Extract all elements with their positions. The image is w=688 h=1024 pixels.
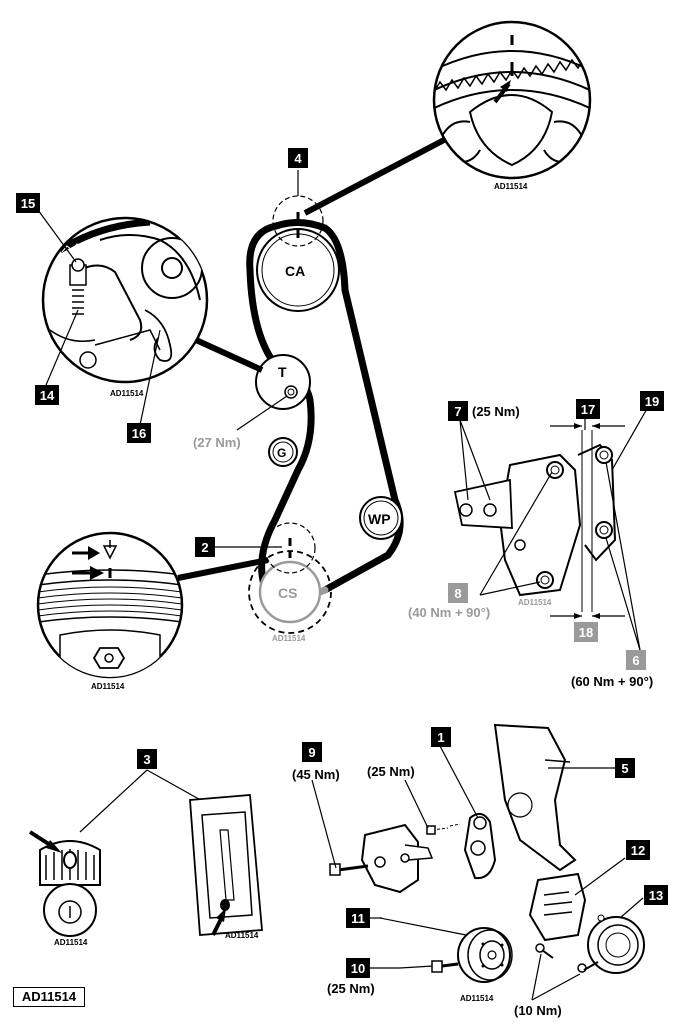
- code-sprocket: AD11514: [54, 938, 88, 947]
- torque-cover-bolts: (10 Nm): [514, 1003, 562, 1018]
- leader-line: [177, 557, 269, 581]
- exploded-components: AD11514: [311, 723, 645, 1003]
- callout-7: 7: [454, 404, 461, 419]
- callout-10: 10: [351, 961, 365, 976]
- pulley-label-guide: G: [277, 446, 286, 460]
- callout-1: 1: [437, 730, 444, 745]
- engine-mount-bracket: AD11514: [453, 399, 653, 651]
- code-tensioner-detail: AD11514: [110, 389, 144, 398]
- callout-6: 6: [632, 653, 639, 668]
- code-flywheel: AD11514: [225, 931, 259, 940]
- torque-bolt-8: (40 Nm + 90°): [408, 605, 490, 620]
- torque-tensioner: (27 Nm): [193, 435, 241, 450]
- callout-3: 3: [143, 752, 150, 767]
- callout-4: 4: [294, 151, 302, 166]
- leader-line: [303, 137, 446, 216]
- callout-19: 19: [645, 394, 659, 409]
- callout-5: 5: [621, 761, 628, 776]
- callout-labels: 4 15 14 16 2 7 17 19 8 18 6 3 1 5 9 12: [16, 148, 668, 978]
- callout-9: 9: [308, 745, 315, 760]
- callout-16: 16: [132, 426, 146, 441]
- callout-15: 15: [21, 196, 35, 211]
- crankshaft-detail: AD11514: [36, 531, 269, 691]
- flywheel-housing-detail: AD11514: [189, 794, 263, 940]
- callout-2: 2: [201, 540, 208, 555]
- reference-code-box: AD11514: [13, 987, 85, 1007]
- code-crank-detail: AD11514: [91, 682, 125, 691]
- timing-belt-layout: CA T G WP CS AD11514: [236, 170, 404, 643]
- pulley-label-water-pump: WP: [368, 511, 391, 527]
- code-cam-detail: AD11514: [494, 182, 528, 191]
- camshaft-detail: AD11514: [303, 20, 592, 216]
- torque-bolt-6: (60 Nm + 90°): [571, 674, 653, 689]
- callout-18: 18: [579, 625, 593, 640]
- tensioner-detail: AD11514: [37, 209, 264, 426]
- callout-11: 11: [351, 911, 365, 926]
- pulley-label-camshaft: CA: [285, 263, 305, 279]
- torque-labels: (27 Nm) (25 Nm) (40 Nm + 90°) (60 Nm + 9…: [193, 404, 653, 1018]
- pulley-label-crankshaft: CS: [278, 585, 297, 601]
- torque-bolt-9: (45 Nm): [292, 767, 340, 782]
- code-main: AD11514: [272, 634, 306, 643]
- callout-8: 8: [454, 586, 461, 601]
- callout-14: 14: [40, 388, 55, 403]
- torque-bolt-10: (25 Nm): [327, 981, 375, 996]
- pulley-label-tensioner: T: [278, 364, 287, 380]
- code-bracket: AD11514: [518, 598, 552, 607]
- crank-sprocket-detail: AD11514: [28, 769, 223, 947]
- callout-12: 12: [631, 843, 645, 858]
- leader-line: [194, 337, 264, 373]
- torque-bracket-7: (25 Nm): [472, 404, 520, 419]
- callout-13: 13: [649, 888, 663, 903]
- code-pulley: AD11514: [460, 994, 494, 1003]
- callout-17: 17: [581, 402, 595, 417]
- torque-tensioner-mount: (25 Nm): [367, 764, 415, 779]
